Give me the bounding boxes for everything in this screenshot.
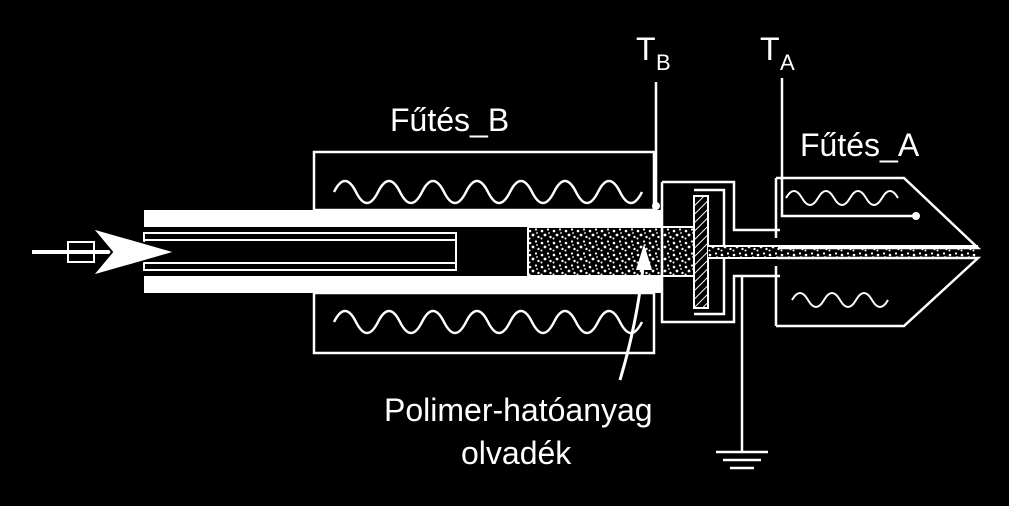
melt-pointer xyxy=(618,257,646,381)
heater-b-label: Fűtés_B xyxy=(390,102,509,138)
feed-arrow-icon xyxy=(32,226,180,278)
ground-symbol-icon xyxy=(716,276,768,470)
melt-pointer-head xyxy=(636,244,652,270)
thermocouple-a-sub: A xyxy=(780,50,795,75)
melt-label-line1: Polimer-hatóanyag xyxy=(384,392,653,428)
barrel-lower-wall xyxy=(144,276,662,293)
filter-disc xyxy=(693,195,709,309)
thermocouple-b xyxy=(652,82,660,210)
thermocouple-b-label: T xyxy=(636,31,656,67)
thermocouple-b-sub: B xyxy=(656,50,671,75)
melt-label-line2: olvadék xyxy=(461,435,572,471)
heater-b-lower xyxy=(312,291,656,355)
heater-b-upper xyxy=(312,150,656,212)
thermocouple-a xyxy=(780,78,920,220)
polymer-melt xyxy=(527,226,697,277)
barrel-upper-wall xyxy=(144,210,662,227)
thermocouple-a-label: T xyxy=(760,31,780,67)
heater-a-nozzle xyxy=(774,176,982,328)
piston-rod xyxy=(143,232,457,271)
heater-a-label: Fűtés_A xyxy=(800,127,920,163)
